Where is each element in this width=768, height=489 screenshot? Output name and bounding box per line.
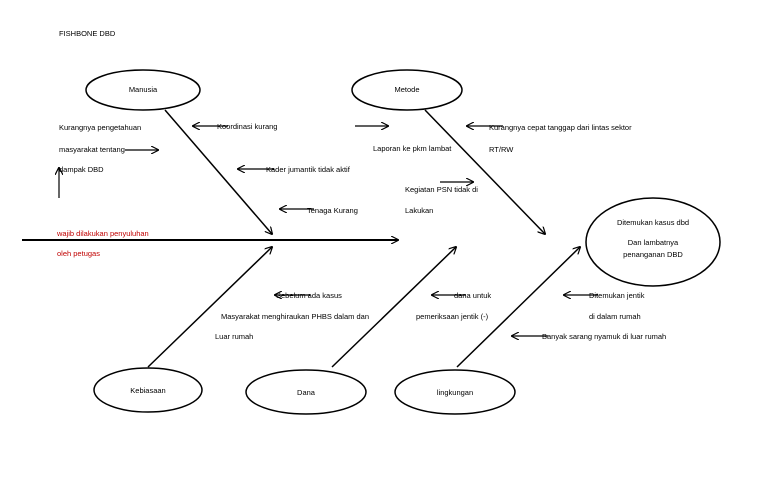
cause-kurangnya-line3: dampak DBD [59,165,104,174]
note-line1: wajib dilakukan penyuluhan [57,229,149,238]
cause-sarang-nyamuk: Banyak sarang nyamuk di luar rumah [542,332,667,341]
cause-kurangnya-line1: Kurangnya pengetahuan [59,123,142,132]
category-label-lingkungan: lingkungan [436,388,474,397]
note-line2: oleh petugas [57,249,100,258]
bone-dana [331,247,456,368]
category-label-metode: Metode [394,85,420,94]
cause-koordinasi: Koordinasi kurang [217,122,278,131]
category-label-kebiasaan: Kebiasaan [130,386,166,395]
cause-kader: Kader jumantik tidak aktif [266,165,350,174]
cause-pemeriksaan: pemeriksaan jentik (-) [416,312,489,321]
ellipse-head [585,197,721,287]
ellipse-lingkungan [394,369,516,415]
cause-dana-untuk: dana untuk [454,291,492,300]
bone-lingkungan [456,247,580,368]
cause-di-dalam-rumah: di dalam rumah [589,312,641,321]
cause-kurangnya-line2: masyarakat tentang [59,145,125,154]
category-label-dana: Dana [297,388,315,397]
category-label-manusia: Manusia [128,85,158,94]
ellipse-dana [245,369,367,415]
bone-manusia [164,109,272,234]
cause-psn-line2: Lakukan [405,206,434,215]
cause-masyarakat: Masyarakat menghiraukan PHBS dalam dan [221,312,369,321]
cause-cepat-tanggap: Kurangnya cepat tanggap dari lintas sekt… [489,123,632,132]
bone-kebiasaan [147,247,272,368]
cause-psn-line1: Kegiatan PSN tidak di [405,185,478,194]
head-label-line3: penanganan DBD [623,250,683,259]
head-label-line1: Ditemukan kasus dbd [616,218,690,227]
cause-luar-rumah: Luar rumah [215,332,254,341]
cause-tenaga: Tenaga Kurang [307,206,358,215]
head-label-line2: Dan lambatnya [627,238,679,247]
diagram-title: FISHBONE DBD [59,29,116,38]
ellipse-metode [351,69,463,111]
cause-rtrw: RT/RW [489,145,514,154]
ellipse-manusia [85,69,201,111]
cause-laporan: Laporan ke pkm lambat [373,144,452,153]
bone-metode [424,109,545,234]
ellipse-kebiasaan [93,367,203,413]
cause-sebelum: Sebelum ada kasus [276,291,342,300]
cause-ditemukan-jentik: Ditemukan jentik [589,291,645,300]
